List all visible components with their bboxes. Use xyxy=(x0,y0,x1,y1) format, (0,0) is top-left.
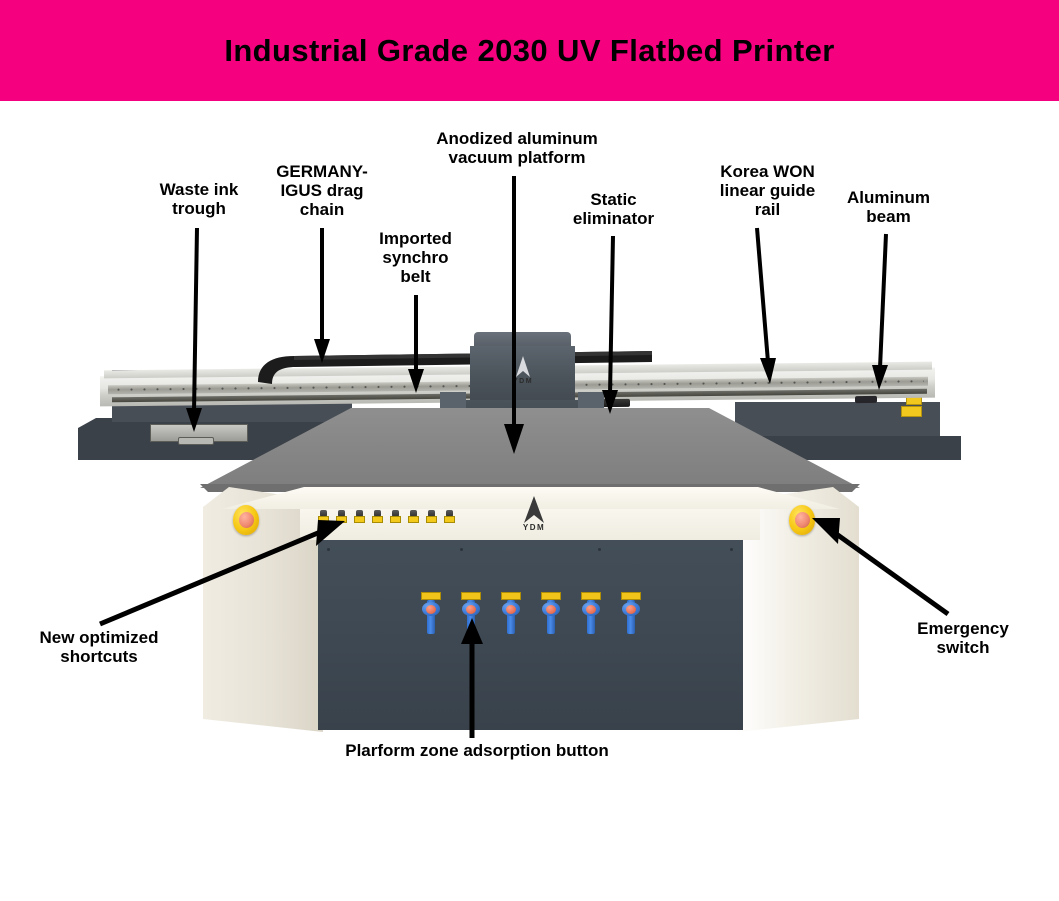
adsorption-button-stem xyxy=(507,600,515,634)
adsorption-button-label xyxy=(461,592,481,600)
adsorption-button-label xyxy=(581,592,601,600)
shortcut-switch[interactable] xyxy=(354,510,365,523)
carriage-right-arm xyxy=(578,392,604,410)
adsorption-button-stem xyxy=(627,600,635,634)
adsorption-button-label xyxy=(621,592,641,600)
panel-screw xyxy=(598,548,601,551)
shortcut-switch-label xyxy=(408,516,419,523)
adsorption-button-cap xyxy=(546,605,556,614)
shortcut-switch[interactable] xyxy=(426,510,437,523)
shortcut-switch-label xyxy=(336,516,347,523)
shortcut-switch[interactable] xyxy=(372,510,383,523)
shortcut-switch-knob xyxy=(428,510,435,517)
adsorption-button[interactable] xyxy=(421,592,441,634)
shortcut-switch-knob xyxy=(356,510,363,517)
adsorption-button-cap xyxy=(586,605,596,614)
cabinet-ydm-logo: YDM xyxy=(505,496,563,532)
shortcut-switch-label xyxy=(372,516,383,523)
shortcut-switch-knob xyxy=(446,510,453,517)
callout-static-eliminator: Static eliminator xyxy=(572,190,655,229)
shortcut-switch-label xyxy=(426,516,437,523)
callout-emergency-switch: Emergency switch xyxy=(917,619,1009,658)
cabinet-center-dark-panel xyxy=(318,540,743,730)
shortcut-switch-knob xyxy=(374,510,381,517)
emergency-switch-right[interactable] xyxy=(789,505,815,535)
callout-new-optimized-shortcuts: New optimized shortcuts xyxy=(39,628,159,667)
adsorption-button-cap xyxy=(506,605,516,614)
carriage-top-cover xyxy=(474,332,571,348)
shortcut-switch-label xyxy=(390,516,401,523)
ydm-chevron-icon xyxy=(524,496,544,523)
shortcut-switch[interactable] xyxy=(408,510,419,523)
adsorption-button-label xyxy=(501,592,521,600)
shortcut-switch[interactable] xyxy=(318,510,329,523)
callout-waste-ink-trough: Waste ink trough xyxy=(159,180,239,219)
shortcut-switch-knob xyxy=(320,510,327,517)
page-title: Industrial Grade 2030 UV Flatbed Printer xyxy=(224,32,835,68)
shortcut-switch[interactable] xyxy=(390,510,401,523)
panel-screw xyxy=(730,548,733,551)
callout-anodized-aluminum-vacuum-platform: Anodized aluminum vacuum platform xyxy=(436,129,598,168)
adsorption-button-stem xyxy=(587,600,595,634)
adsorption-button[interactable] xyxy=(461,592,481,634)
adsorption-button-cap xyxy=(466,605,476,614)
adsorption-button[interactable] xyxy=(541,592,561,634)
germany-igus-drag-chain xyxy=(258,351,652,384)
shortcut-switch-label xyxy=(318,516,329,523)
shortcut-switch-label xyxy=(354,516,365,523)
shortcut-switch-label xyxy=(444,516,455,523)
emergency-switch-left[interactable] xyxy=(233,505,259,535)
panel-screw xyxy=(460,548,463,551)
adsorption-button[interactable] xyxy=(621,592,641,634)
callout-imported-synchro-belt: Imported synchro belt xyxy=(379,229,452,287)
title-banner: Industrial Grade 2030 UV Flatbed Printer xyxy=(0,0,1059,101)
cabinet-ydm-text: YDM xyxy=(522,523,546,532)
adsorption-button[interactable] xyxy=(581,592,601,634)
trough-handle xyxy=(178,437,214,445)
adsorption-button-stem xyxy=(427,600,435,634)
static-eliminator-bracket xyxy=(855,395,877,404)
panel-screw xyxy=(327,548,330,551)
callout-germany-igus-drag-chain: GERMANY- IGUS drag chain xyxy=(276,162,368,220)
carriage-ydm-text: YDM xyxy=(512,378,534,385)
ydm-chevron-icon xyxy=(516,356,530,377)
shortcut-switch[interactable] xyxy=(444,510,455,523)
shortcut-switch-knob xyxy=(392,510,399,517)
static-eliminator xyxy=(600,398,630,408)
shortcut-switch-knob xyxy=(410,510,417,517)
adsorption-button-cap xyxy=(426,605,436,614)
shortcut-switch-knob xyxy=(338,510,345,517)
warning-label-right-2 xyxy=(901,406,922,417)
shortcut-switch[interactable] xyxy=(336,510,347,523)
callout-korea-won-linear-guide-rail: Korea WON linear guide rail xyxy=(719,162,816,220)
adsorption-button-cap xyxy=(626,605,636,614)
carriage-left-arm xyxy=(440,392,466,410)
print-carriage xyxy=(470,346,575,402)
callout-plarform-zone-adsorption-button: Plarform zone adsorption button xyxy=(345,741,609,760)
adsorption-button-label xyxy=(421,592,441,600)
adsorption-button[interactable] xyxy=(501,592,521,634)
adsorption-button-stem xyxy=(547,600,555,634)
callout-aluminum-beam: Aluminum beam xyxy=(846,188,931,227)
carriage-ydm-logo: YDM xyxy=(500,356,546,385)
adsorption-button-stem xyxy=(467,600,475,634)
cabinet-front-upper xyxy=(222,487,840,509)
adsorption-button-label xyxy=(541,592,561,600)
